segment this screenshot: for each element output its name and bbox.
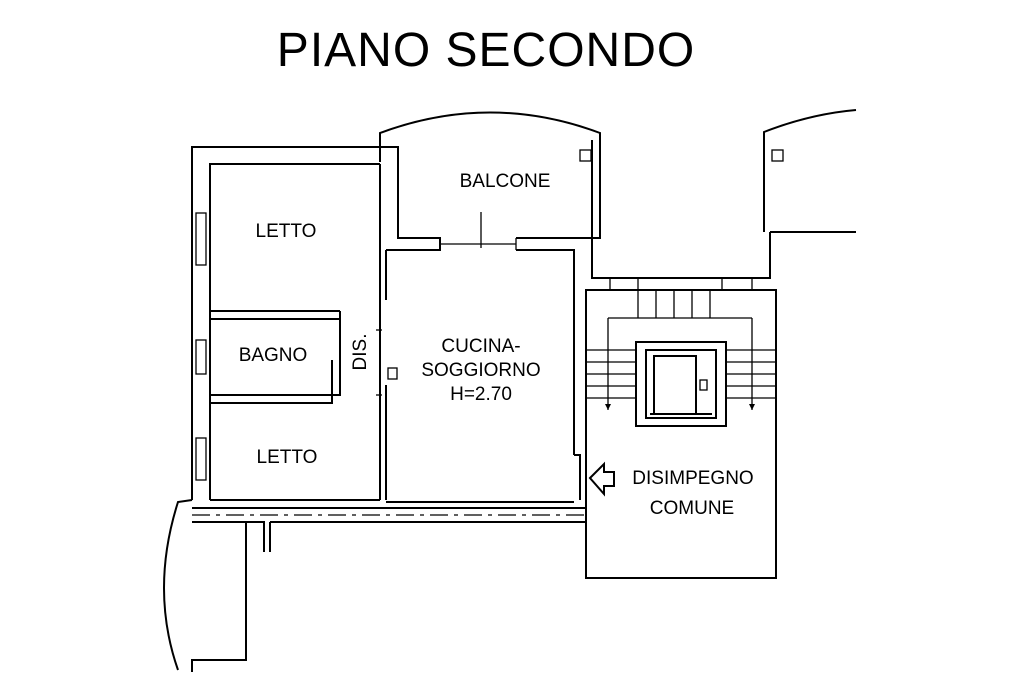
- south-wall: [163, 499, 586, 672]
- room-label-letto-bottom: LETTO: [257, 447, 318, 468]
- room-label-cucina-line3: H=2.70: [450, 384, 512, 405]
- room-label-disimpegno-line2: COMUNE: [650, 498, 734, 519]
- stair-core: [585, 140, 777, 579]
- apartment-walls: [191, 111, 601, 503]
- room-label-disimpegno-line1: DISIMPEGNO: [632, 468, 753, 489]
- room-label-cucina-line1: CUCINA-: [441, 336, 520, 357]
- room-label-bagno: BAGNO: [239, 345, 308, 366]
- neighbour-balcony: [763, 109, 857, 233]
- room-label-balcone: BALCONE: [460, 171, 551, 192]
- room-label-dis: DIS.: [350, 334, 371, 371]
- plan-title: PIANO SECONDO: [277, 24, 695, 77]
- entry-arrow-icon: [588, 461, 615, 497]
- room-label-cucina-line2: SOGGIORNO: [421, 360, 540, 381]
- room-label-letto-top: LETTO: [256, 221, 317, 242]
